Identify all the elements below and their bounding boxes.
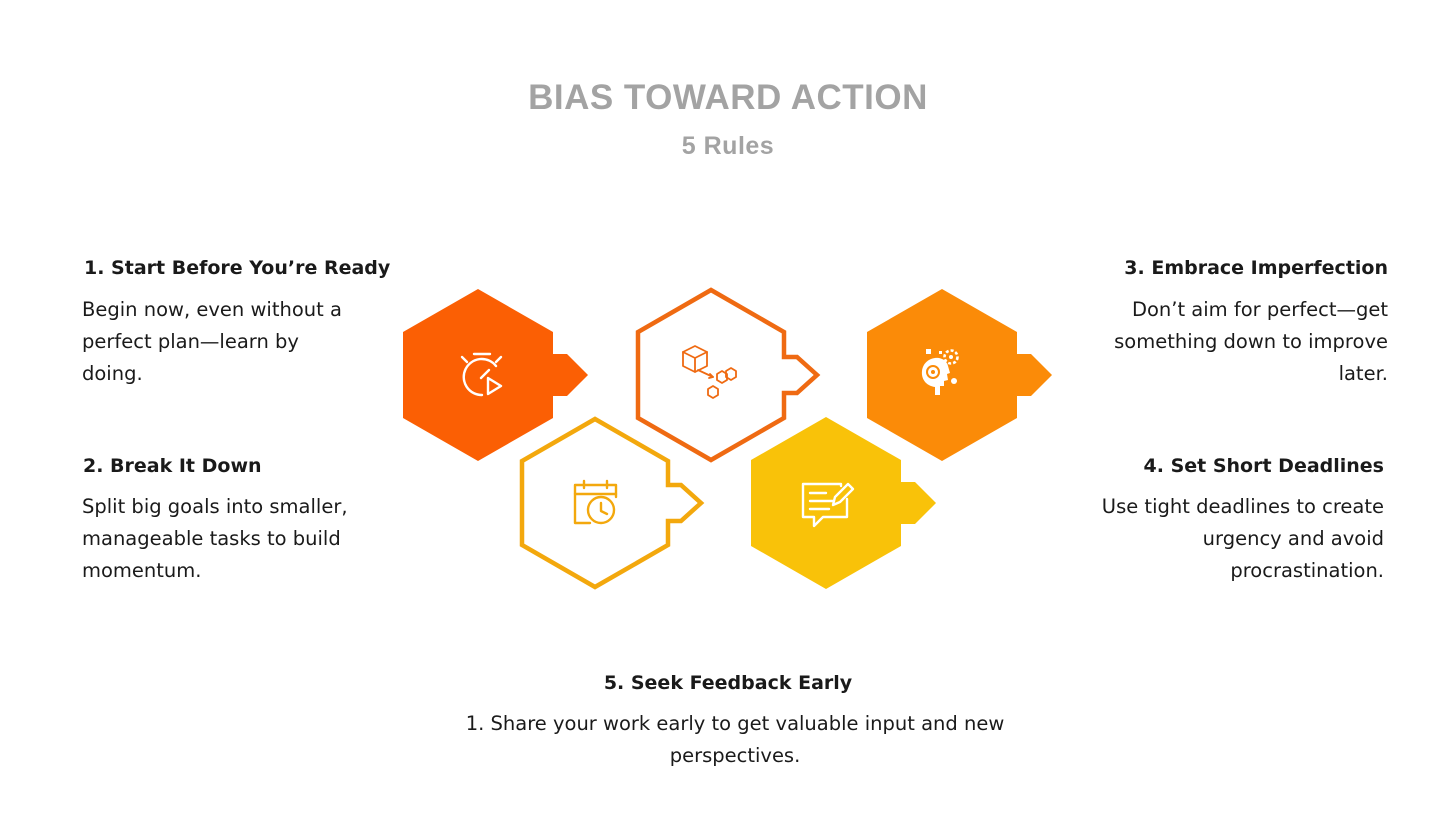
rule-4-description: Use tight deadlines to create urgency an… bbox=[1044, 491, 1384, 587]
rule-2-line-1: Split big goals into smaller, bbox=[82, 495, 348, 518]
rule-3-description: Don’t aim for perfect—get something down… bbox=[1058, 294, 1388, 390]
rule-3-title: 3. Embrace Imperfection bbox=[1124, 257, 1388, 279]
rule-1-line-1: Begin now, even without a bbox=[82, 298, 342, 321]
rule-4-line-2: urgency and avoid bbox=[1202, 527, 1384, 550]
hexagon-rule-3 bbox=[635, 287, 821, 463]
rule-5-title: 5. Seek Feedback Early bbox=[603, 672, 853, 694]
rule-5-line-1: 1. Share your work early to get valuable… bbox=[465, 712, 1005, 735]
rule-4-line-3: procrastination. bbox=[1230, 559, 1384, 582]
feedback-note-icon bbox=[801, 482, 855, 528]
rule-4-title: 4. Set Short Deadlines bbox=[1143, 455, 1384, 477]
rule-3-line-2: something down to improve bbox=[1114, 330, 1388, 353]
rule-3-line-3: later. bbox=[1338, 362, 1388, 385]
rule-2-description: Split big goals into smaller, manageable… bbox=[82, 491, 402, 587]
rule-4-line-1: Use tight deadlines to create bbox=[1101, 495, 1384, 518]
hexagon-rule-5 bbox=[751, 417, 936, 589]
rule-5-description: 1. Share your work early to get valuable… bbox=[0, 708, 1456, 772]
hexagon-rule-2 bbox=[867, 289, 1052, 461]
mind-gears-icon bbox=[921, 349, 959, 395]
cubes-flow-icon bbox=[682, 345, 737, 399]
hexagon-rule-4 bbox=[519, 416, 705, 590]
rule-2-line-3: momentum. bbox=[82, 559, 202, 582]
rule-2-title: 2. Break It Down bbox=[83, 455, 262, 477]
rule-1-description: Begin now, even without a perfect plan—l… bbox=[82, 294, 402, 390]
rule-1-title: 1. Start Before You’re Ready bbox=[84, 257, 391, 279]
hexagon-5-shape bbox=[751, 417, 936, 589]
rule-1-line-3: doing. bbox=[82, 362, 143, 385]
rule-5-line-2: perspectives. bbox=[669, 744, 801, 767]
rule-1-line-2: perfect plan—learn by bbox=[82, 330, 299, 353]
calendar-clock-icon bbox=[573, 479, 618, 525]
hexagon-1-shape bbox=[403, 289, 588, 461]
page-subtitle: 5 Rules bbox=[681, 132, 775, 160]
hexagon-rule-1 bbox=[403, 289, 588, 461]
hexagon-3-shape bbox=[867, 289, 1052, 461]
rule-3-line-1: Don’t aim for perfect—get bbox=[1131, 298, 1388, 321]
page-title: BIAS TOWARD ACTION bbox=[528, 78, 928, 117]
rule-2-line-2: manageable tasks to build bbox=[82, 527, 341, 550]
stopwatch-play-icon bbox=[460, 352, 503, 397]
